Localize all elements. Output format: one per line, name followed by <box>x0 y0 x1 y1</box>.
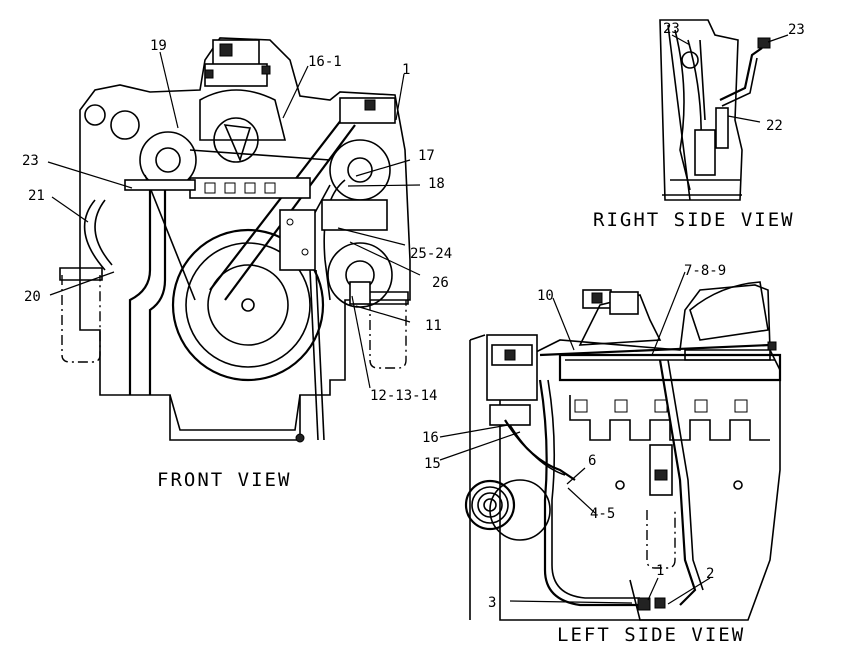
left-side-view-illustration <box>464 281 782 621</box>
left-side-view-title: LEFT SIDE VIEW <box>557 624 745 646</box>
callout-4-5: 4-5 <box>590 506 615 522</box>
callout-23-right-b: 23 <box>788 22 805 38</box>
callout-10: 10 <box>537 288 554 304</box>
callout-19: 19 <box>150 38 167 54</box>
callout-7-8-9: 7-8-9 <box>684 263 726 279</box>
callout-2: 2 <box>706 566 714 582</box>
callout-26: 26 <box>432 275 449 291</box>
callout-1-front: 1 <box>402 62 410 78</box>
callout-17: 17 <box>418 148 435 164</box>
callout-23-right-a: 23 <box>663 21 680 37</box>
right-side-view-title: RIGHT SIDE VIEW <box>593 209 795 231</box>
callout-22: 22 <box>766 118 783 134</box>
leader-lines <box>47 34 789 605</box>
callout-16-left: 16 <box>422 430 439 446</box>
callout-25-24: 25-24 <box>410 246 452 262</box>
callout-11: 11 <box>425 318 442 334</box>
callout-21: 21 <box>28 188 45 204</box>
callout-12-13-14: 12-13-14 <box>370 388 437 404</box>
front-view-title: FRONT VIEW <box>157 469 291 491</box>
callout-16-1: 16-1 <box>308 54 342 70</box>
callout-18: 18 <box>428 176 445 192</box>
callout-15: 15 <box>424 456 441 472</box>
right-side-view-illustration <box>659 19 771 201</box>
callout-20: 20 <box>24 289 41 305</box>
callout-23-front: 23 <box>22 153 39 169</box>
front-view-illustration <box>59 37 411 443</box>
callout-3: 3 <box>488 595 496 611</box>
callout-1-left: 1 <box>656 563 664 579</box>
callout-6: 6 <box>588 453 596 469</box>
